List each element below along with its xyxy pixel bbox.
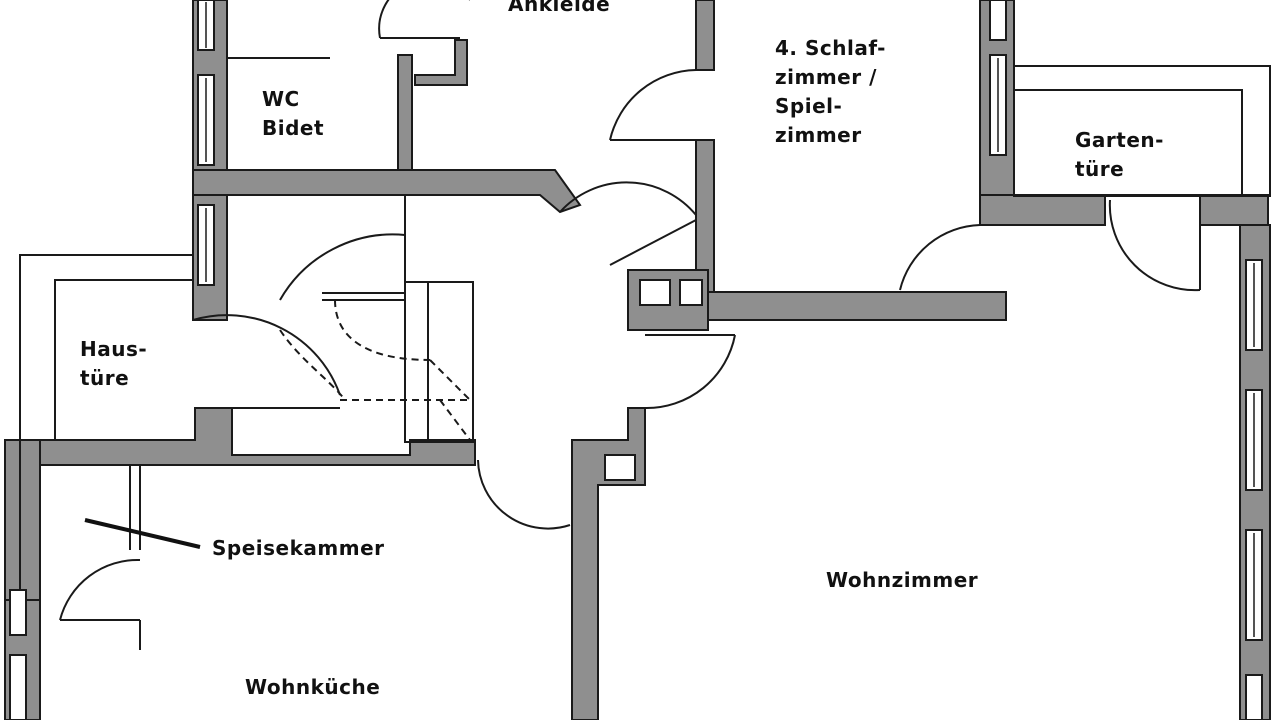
label-wohnzimmer: Wohnzimmer <box>826 568 979 592</box>
label-speisekammer: Speisekammer <box>212 536 385 560</box>
wall-segments <box>4 0 1271 720</box>
label-gartentuere: Garten- türe <box>1075 128 1164 181</box>
stair-dashes <box>279 299 471 441</box>
label-wc-bidet: WC Bidet <box>262 87 325 140</box>
label-ankleide: Ankleide <box>508 0 611 16</box>
label-haustuere: Haus- türe <box>80 337 148 390</box>
label-schlafzimmer: 4. Schlaf- zimmer / Spiel- zimmer <box>775 36 886 147</box>
door-swings <box>59 0 1201 621</box>
windows <box>9 0 1263 720</box>
speisekammer-pointer <box>84 518 201 549</box>
label-wohnkueche: Wohnküche <box>245 675 381 699</box>
chimneys <box>604 279 703 481</box>
outline-lines <box>19 57 1271 650</box>
